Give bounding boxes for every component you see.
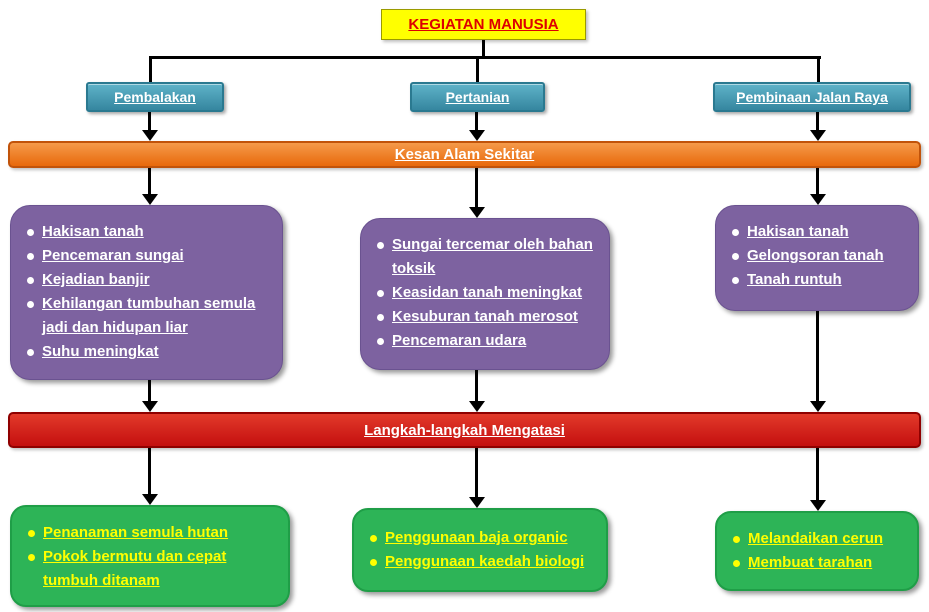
arrow-down-icon <box>810 168 826 205</box>
page-title: KEGIATAN MANUSIA <box>408 16 559 33</box>
connector-drop-left <box>149 56 152 82</box>
list-item: Keasidan tanah meningkat <box>377 281 593 305</box>
bullet-icon <box>27 349 34 356</box>
activity-box-jalan-raya: Pembinaan Jalan Raya <box>713 82 911 112</box>
arrow-down-icon <box>469 112 485 141</box>
list-item: Penggunaan baja organic <box>370 526 590 550</box>
effects-box-jalan-raya: Hakisan tanah Gelongsoran tanah Tanah ru… <box>715 205 919 311</box>
list-item: Sungai tercemar oleh bahan toksik <box>377 233 593 281</box>
list-item: Hakisan tanah <box>732 220 902 244</box>
bullet-icon <box>28 554 35 561</box>
solutions-box-pembalakan: Penanaman semula hutan Pokok bermutu dan… <box>10 505 290 607</box>
activity-label: Pertanian <box>445 89 510 105</box>
bullet-icon <box>377 338 384 345</box>
solutions-banner-label: Langkah-langkah Mengatasi <box>364 421 565 439</box>
activity-label: Pembinaan Jalan Raya <box>736 89 888 105</box>
arrow-down-icon <box>810 112 826 141</box>
list-item: Pokok bermutu dan cepat tumbuh ditanam <box>28 545 272 593</box>
connector-drop-middle <box>476 56 479 82</box>
arrow-down-icon <box>142 448 158 505</box>
list-item: Tanah runtuh <box>732 268 902 292</box>
bullet-icon <box>732 277 739 284</box>
bullet-icon <box>370 535 377 542</box>
solutions-list: Penggunaan baja organic Penggunaan kaeda… <box>354 526 606 574</box>
arrow-down-icon <box>469 448 485 508</box>
arrow-down-icon <box>142 380 158 412</box>
list-item: Pencemaran udara <box>377 329 593 353</box>
arrow-down-icon <box>810 311 826 412</box>
title-box: KEGIATAN MANUSIA <box>381 9 586 40</box>
solutions-box-pertanian: Penggunaan baja organic Penggunaan kaeda… <box>352 508 608 592</box>
arrow-down-icon <box>469 168 485 218</box>
effects-list: Hakisan tanah Pencemaran sungai Kejadian… <box>11 206 282 374</box>
bullet-icon <box>377 290 384 297</box>
bullet-icon <box>28 530 35 537</box>
list-item: Penggunaan kaedah biologi <box>370 550 590 574</box>
list-item: Kesuburan tanah merosot <box>377 305 593 329</box>
bullet-icon <box>27 301 34 308</box>
list-item: Penanaman semula hutan <box>28 521 272 545</box>
effects-box-pembalakan: Hakisan tanah Pencemaran sungai Kejadian… <box>10 205 283 380</box>
bullet-icon <box>732 229 739 236</box>
activity-box-pertanian: Pertanian <box>410 82 545 112</box>
connector-drop-right <box>817 56 820 82</box>
connector-branch <box>149 56 821 59</box>
effects-banner-label: Kesan Alam Sekitar <box>394 146 535 163</box>
bullet-icon <box>733 536 740 543</box>
arrow-down-icon <box>469 370 485 412</box>
effects-banner: Kesan Alam Sekitar <box>8 141 921 168</box>
activity-box-pembalakan: Pembalakan <box>86 82 224 112</box>
bullet-icon <box>732 253 739 260</box>
list-item: Membuat tarahan <box>733 551 901 575</box>
effects-list: Hakisan tanah Gelongsoran tanah Tanah ru… <box>716 206 918 302</box>
effects-list: Sungai tercemar oleh bahan toksik Keasid… <box>361 219 609 363</box>
arrow-down-icon <box>142 168 158 205</box>
list-item: Suhu meningkat <box>27 340 266 364</box>
solutions-box-jalan-raya: Melandaikan cerun Membuat tarahan <box>715 511 919 591</box>
list-item: Pencemaran sungai <box>27 244 266 268</box>
bullet-icon <box>27 229 34 236</box>
effects-box-pertanian: Sungai tercemar oleh bahan toksik Keasid… <box>360 218 610 370</box>
solutions-list: Penanaman semula hutan Pokok bermutu dan… <box>12 507 288 603</box>
bullet-icon <box>733 560 740 567</box>
list-item: Melandaikan cerun <box>733 527 901 551</box>
solutions-banner: Langkah-langkah Mengatasi <box>8 412 921 448</box>
connector-stem <box>482 40 485 57</box>
arrow-down-icon <box>142 112 158 141</box>
bullet-icon <box>27 253 34 260</box>
bullet-icon <box>370 559 377 566</box>
bullet-icon <box>27 277 34 284</box>
list-item: Kejadian banjir <box>27 268 266 292</box>
bullet-icon <box>377 242 384 249</box>
bullet-icon <box>377 314 384 321</box>
activity-label: Pembalakan <box>114 89 196 105</box>
list-item: Gelongsoran tanah <box>732 244 902 268</box>
solutions-list: Melandaikan cerun Membuat tarahan <box>717 527 917 575</box>
list-item: Kehilangan tumbuhan semula jadi dan hidu… <box>27 292 266 340</box>
list-item: Hakisan tanah <box>27 220 266 244</box>
arrow-down-icon <box>810 448 826 511</box>
